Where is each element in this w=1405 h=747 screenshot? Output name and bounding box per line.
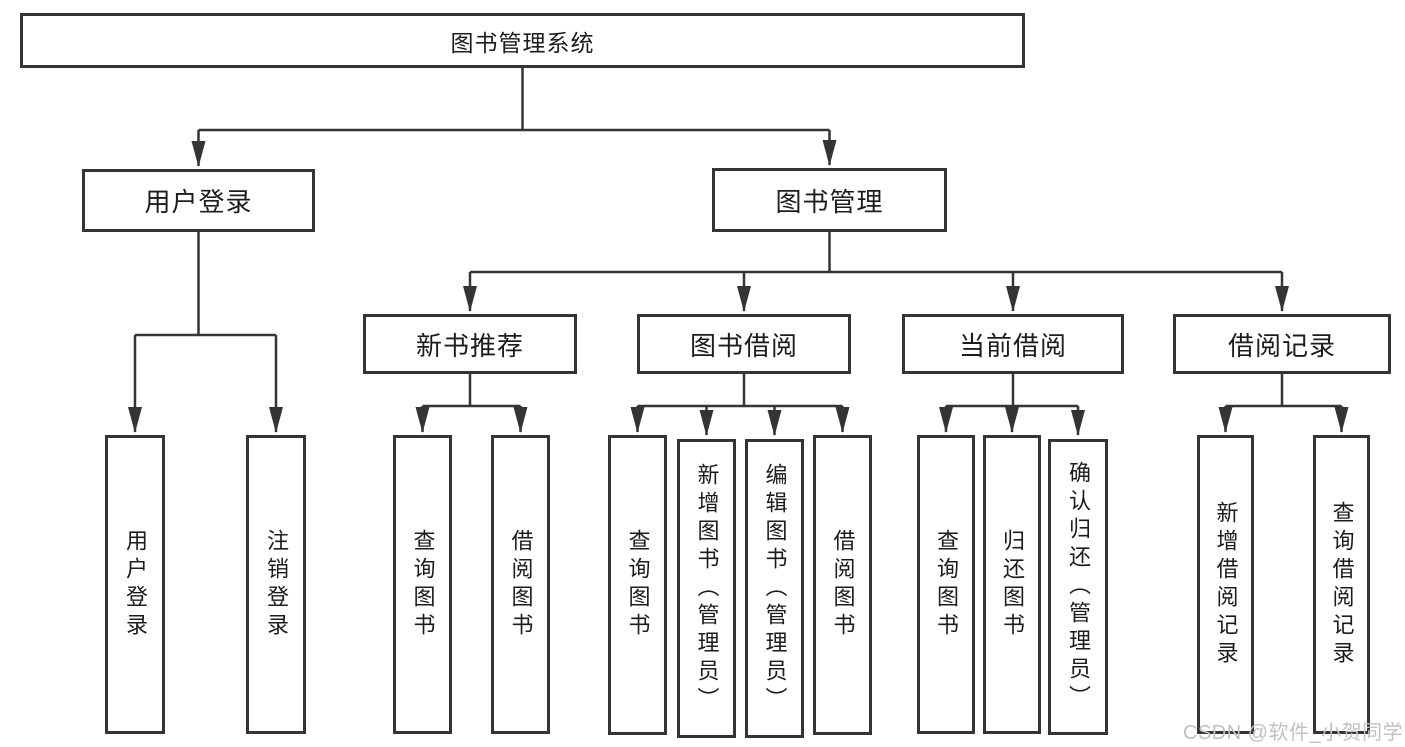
- node-new-book-recommend: 新书推荐: [363, 314, 577, 374]
- node-label: 新增图书（管理员）: [694, 462, 720, 715]
- leaf-query-borrow-record: 查询借阅记录: [1313, 435, 1370, 734]
- node-label: 图书借阅: [689, 330, 798, 361]
- leaf-logout: 注销登录: [246, 435, 306, 734]
- node-label: 查询图书: [934, 528, 959, 641]
- wire-new-books: [422, 374, 521, 408]
- leaf-query-books-current: 查询图书: [917, 435, 975, 734]
- node-label: 用户登录: [144, 187, 253, 217]
- wire-user-login: [135, 232, 276, 337]
- leaf-add-books-admin: 新增图书（管理员）: [677, 439, 736, 738]
- node-label: 编辑图书（管理员）: [762, 462, 788, 715]
- node-label: 用户登录: [123, 528, 148, 641]
- node-label: 归还图书: [1000, 528, 1025, 641]
- node-book-borrowing: 图书借阅: [637, 314, 851, 374]
- leaf-query-books-recommend: 查询图书: [393, 435, 452, 734]
- leaf-borrow-books: 借阅图书: [813, 435, 872, 735]
- node-label: 新增借阅记录: [1213, 500, 1239, 669]
- node-label: 确认归还（管理员）: [1066, 461, 1091, 713]
- node-book-management-branch: 图书管理: [712, 168, 947, 232]
- leaf-return-books: 归还图书: [983, 435, 1041, 734]
- node-label: 查询图书: [410, 528, 436, 641]
- node-label: 查询图书: [625, 529, 651, 641]
- node-label: 当前借阅: [958, 330, 1067, 361]
- csdn-watermark: CSDN @软件_小贺同学: [1183, 722, 1404, 744]
- node-label: 借阅图书: [830, 529, 856, 641]
- node-borrowing-records: 借阅记录: [1173, 314, 1391, 374]
- node-user-login-branch: 用户登录: [82, 169, 315, 232]
- leaf-confirm-return-admin: 确认归还（管理员）: [1048, 439, 1108, 735]
- leaf-user-login: 用户登录: [105, 435, 165, 734]
- leaf-borrow-books-recommend: 借阅图书: [491, 435, 550, 734]
- node-label: 注销登录: [264, 528, 289, 641]
- wire-borrow-records: [1225, 374, 1342, 408]
- leaf-query-books-borrow: 查询图书: [608, 435, 667, 735]
- node-label: 图书管理系统: [450, 29, 595, 56]
- wire-root: [198, 68, 830, 132]
- node-root-library-system: 图书管理系统: [20, 13, 1025, 68]
- node-label: 查询借阅记录: [1329, 500, 1355, 669]
- node-label: 借阅图书: [508, 528, 534, 641]
- node-label: 图书管理: [775, 186, 884, 217]
- wire-book-mgmt: [470, 232, 1282, 274]
- leaf-edit-books-admin: 编辑图书（管理员）: [745, 439, 804, 738]
- wire-book-borrow: [637, 374, 843, 408]
- wire-current-borrow: [946, 374, 1078, 408]
- node-current-borrowing: 当前借阅: [902, 314, 1124, 374]
- leaf-add-borrow-record: 新增借阅记录: [1197, 435, 1254, 734]
- node-label: 借阅记录: [1227, 330, 1336, 361]
- node-label: 新书推荐: [415, 330, 524, 361]
